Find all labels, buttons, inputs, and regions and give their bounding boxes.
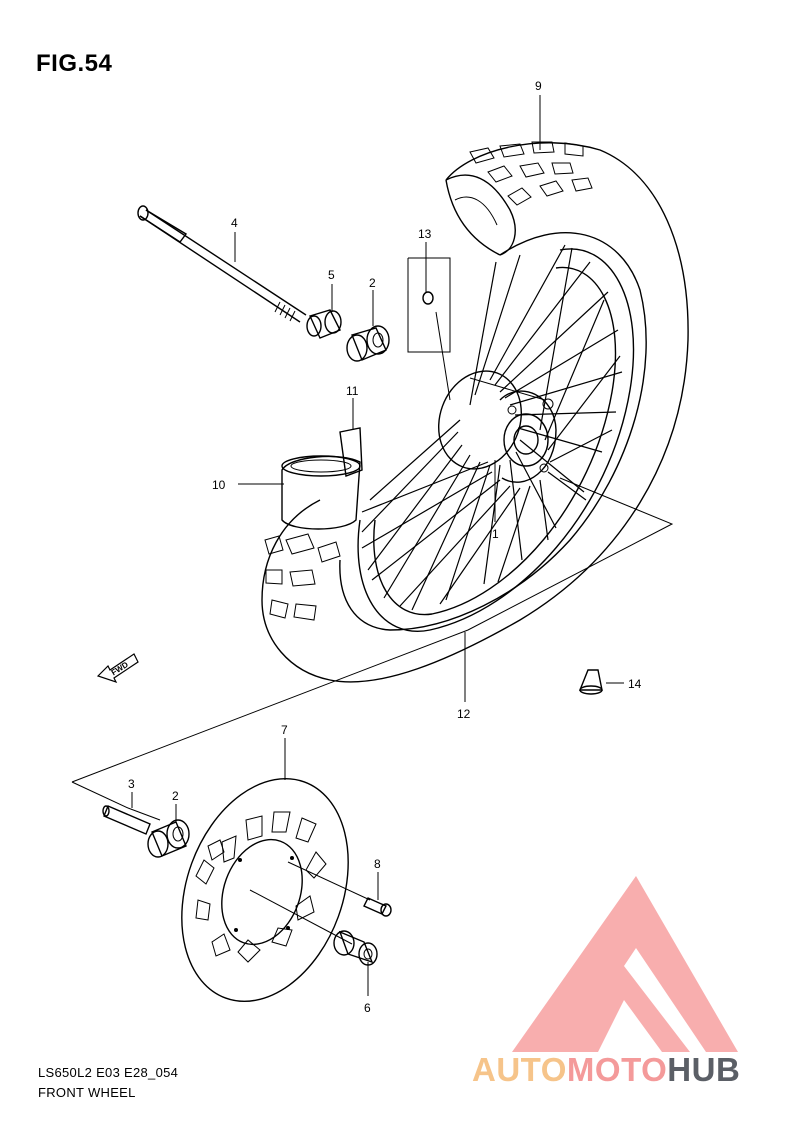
callout-7: 7 xyxy=(281,723,288,737)
hub-spacer-part xyxy=(102,805,151,835)
watermark-moto: MOTO xyxy=(567,1051,667,1088)
callout-10: 10 xyxy=(212,478,226,492)
front-axle-part xyxy=(137,205,307,323)
brake-disc-part xyxy=(181,777,349,1003)
section-name: FRONT WHEEL xyxy=(38,1085,136,1100)
callout-11: 11 xyxy=(346,384,359,398)
callout-4: 4 xyxy=(231,216,238,230)
disc-bolt-part xyxy=(363,897,392,917)
valve-cap-part xyxy=(422,291,451,401)
watermark-triangle-icon xyxy=(512,876,738,1052)
spacer-collar-part xyxy=(306,309,342,339)
callout-13: 13 xyxy=(418,227,432,241)
figure-title: FIG.54 xyxy=(36,50,113,77)
wheel-hub-part xyxy=(438,370,557,483)
tire-valve-part xyxy=(578,669,603,695)
callout-6: 6 xyxy=(364,1001,371,1015)
callout-2-upper: 2 xyxy=(369,276,376,290)
callout-12: 12 xyxy=(457,707,471,721)
callout-3: 3 xyxy=(128,777,135,791)
wheel-bearing-upper-part xyxy=(346,325,390,362)
inner-tube-part xyxy=(281,455,361,530)
rim-part xyxy=(357,248,635,632)
callout-8: 8 xyxy=(374,857,381,871)
callout-5: 5 xyxy=(328,268,335,282)
spokes-part xyxy=(361,244,623,611)
watermark-hub: HUB xyxy=(667,1051,740,1088)
callout-2-lower: 2 xyxy=(172,789,179,803)
wheel-bearing-lower-part xyxy=(147,819,190,858)
watermark-auto: AUTO xyxy=(472,1051,567,1088)
watermark-wordmark: AUTOMOTOHUB xyxy=(472,1051,740,1088)
tire-part xyxy=(261,141,689,683)
callout-14: 14 xyxy=(628,677,642,691)
forward-direction-arrow-icon: FWD xyxy=(96,653,139,684)
model-code: LS650L2 E03 E28_054 xyxy=(38,1065,179,1080)
axle-collar-part xyxy=(333,930,378,966)
callout-1: 1 xyxy=(492,527,499,541)
callout-leader-lines xyxy=(131,95,624,996)
assembly-guide-lines xyxy=(71,477,674,945)
callout-9: 9 xyxy=(535,79,542,93)
